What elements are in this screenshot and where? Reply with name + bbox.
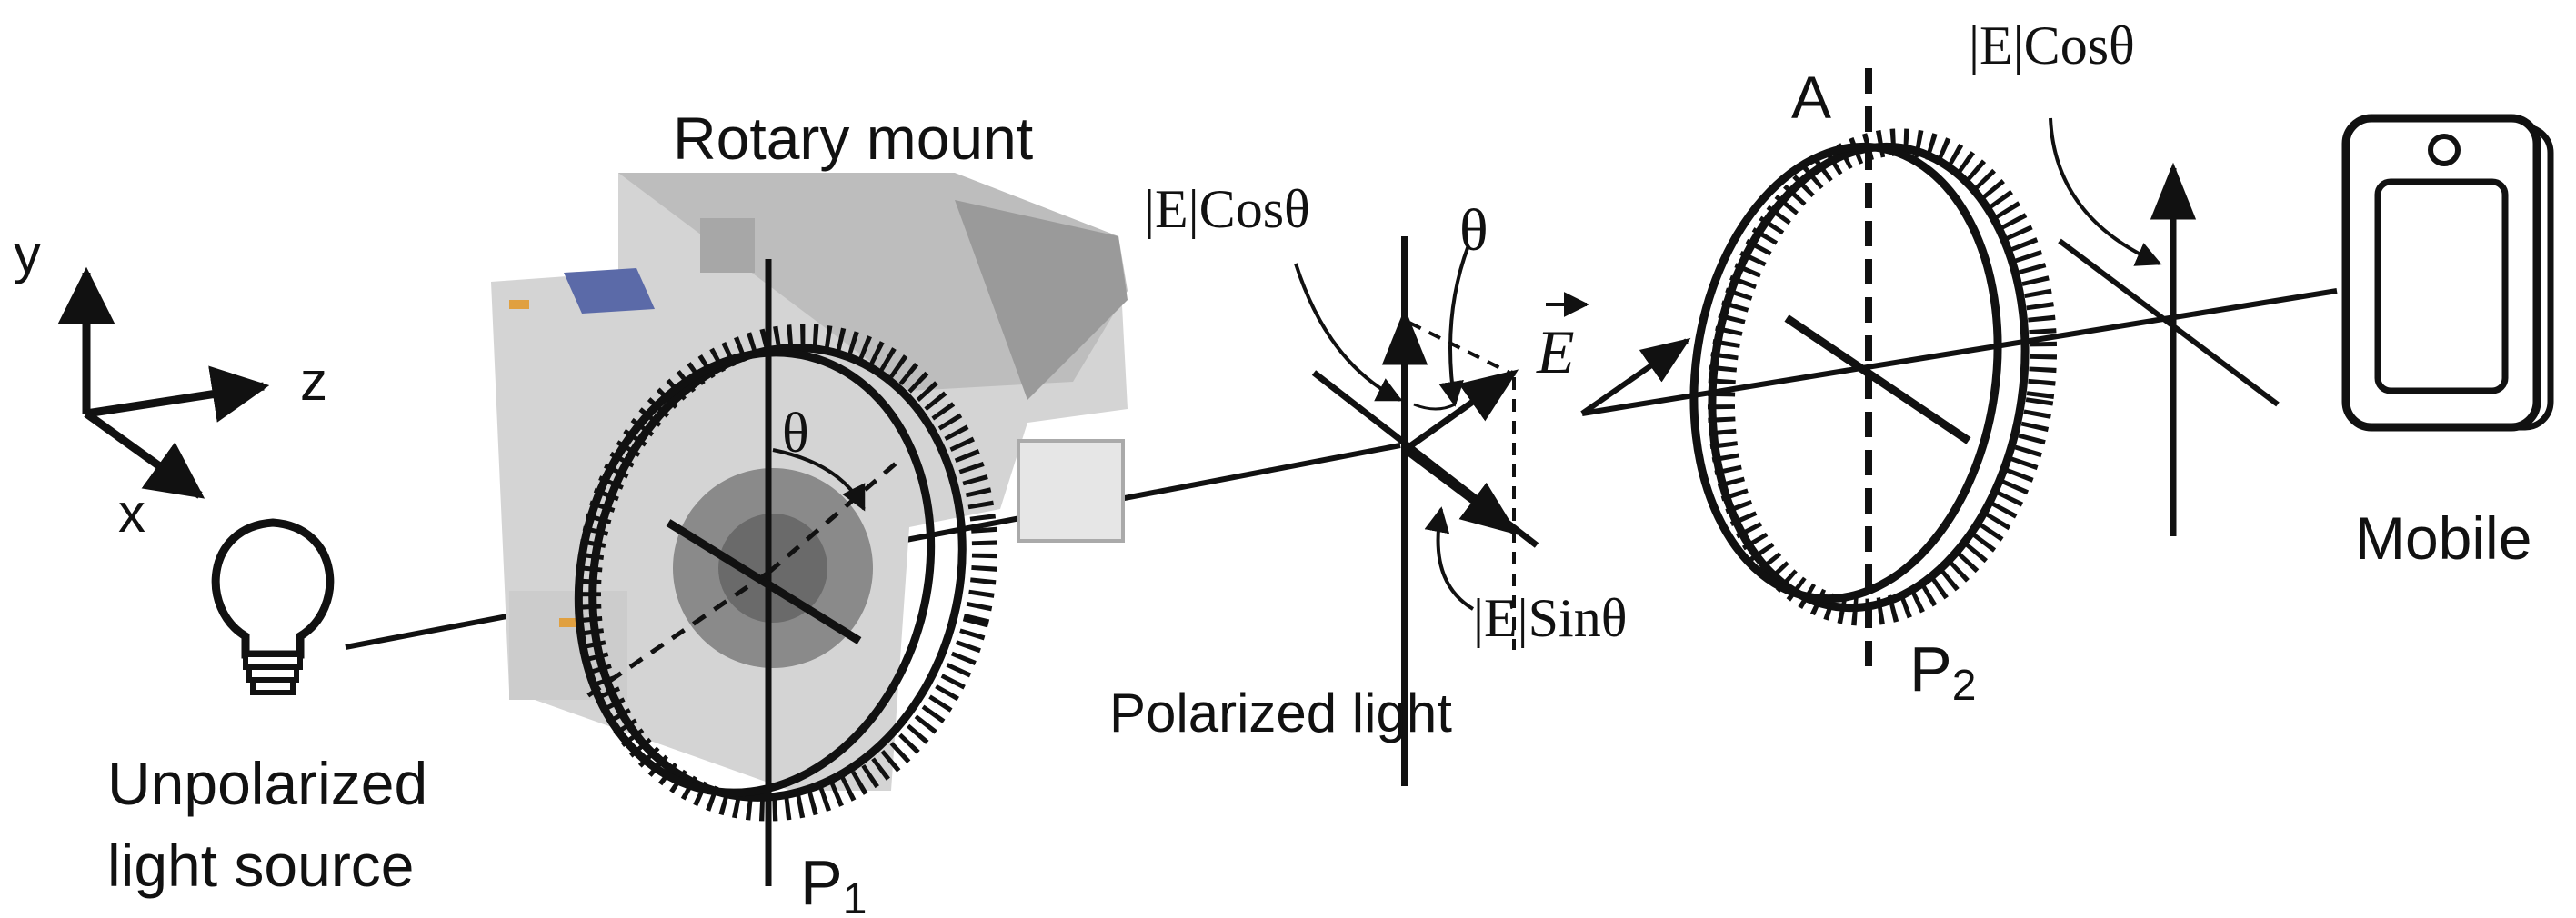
ecos-right-label: |E|Cosθ xyxy=(1969,15,2135,75)
rotary-mount-illustration xyxy=(491,173,1128,791)
p2-label: P2 xyxy=(1909,634,1976,710)
axis-x-label: x xyxy=(118,483,145,544)
e-vector-label: E xyxy=(1536,292,1589,386)
coordinate-axes: y z x xyxy=(14,224,327,544)
mobile-phone-icon xyxy=(2341,114,2554,432)
p1-label: P1 xyxy=(800,847,867,918)
axis-y-label: y xyxy=(14,224,41,284)
axis-z-label: z xyxy=(300,351,327,412)
transmitted-field-diagram xyxy=(2049,117,2280,536)
source-label-line1: Unpolarized xyxy=(107,750,427,817)
theta-mid-label: θ xyxy=(1459,197,1488,264)
ecos-left-label: |E|Cosθ xyxy=(1144,179,1310,239)
theta-p1-label: θ xyxy=(782,403,809,464)
svg-text:E: E xyxy=(1536,317,1575,386)
polarizer-p1: θ xyxy=(574,259,998,886)
analyzer-p2 xyxy=(1689,68,2058,677)
rotary-mount-label: Rotary mount xyxy=(673,105,1033,172)
light-bulb-icon xyxy=(211,518,335,695)
polarization-vector-diagram xyxy=(1294,236,1691,786)
a-label: A xyxy=(1791,64,1831,131)
mobile-label: Mobile xyxy=(2355,504,2531,572)
polarized-light-label: Polarized light xyxy=(1109,683,1452,743)
esin-label: |E|Sinθ xyxy=(1473,588,1627,648)
source-label-line2: light source xyxy=(107,832,415,899)
